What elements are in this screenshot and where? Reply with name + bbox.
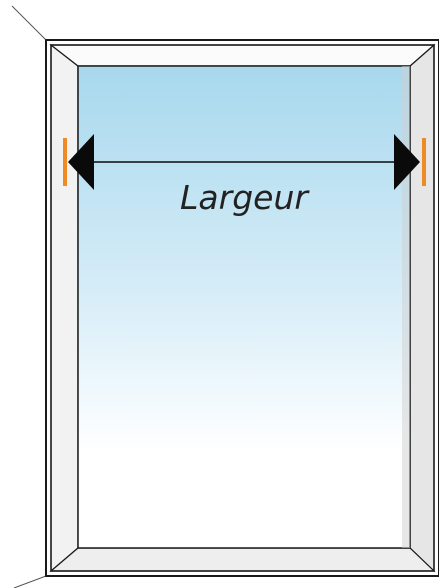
glass-shadow xyxy=(402,66,410,548)
left-arrowhead xyxy=(68,134,94,190)
right-arrowhead xyxy=(394,134,420,190)
frame-bottom-bevel xyxy=(49,547,436,572)
width-label: Largeur xyxy=(180,178,310,217)
wall-line-bottom xyxy=(13,575,47,588)
glass-pane xyxy=(77,65,411,549)
wall-line-top xyxy=(11,5,47,41)
left-edge-marker xyxy=(63,138,67,186)
right-edge-marker xyxy=(422,138,426,186)
frame-right-bevel xyxy=(409,43,435,573)
window-inner-frame xyxy=(50,44,435,572)
frame-top-bevel xyxy=(49,44,436,67)
frame-left-bevel xyxy=(50,43,79,573)
